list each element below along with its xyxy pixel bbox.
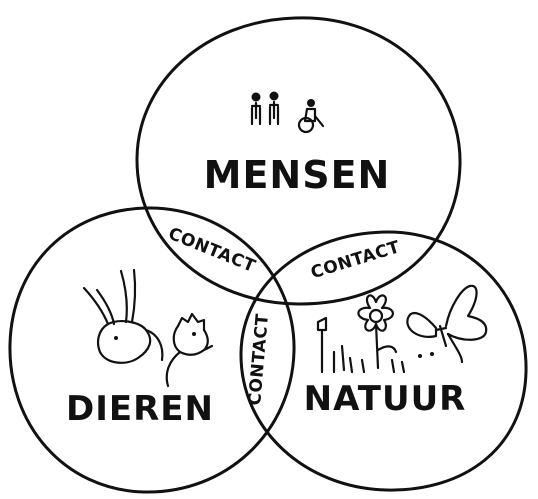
circle-natuur xyxy=(239,230,528,492)
circle-mensen xyxy=(135,16,462,306)
label-contact-mensen-dieren: CONTACT xyxy=(165,224,258,277)
label-mensen: MENSEN xyxy=(204,153,391,197)
circle-dieren xyxy=(8,206,296,494)
nature-icon xyxy=(316,284,488,374)
label-dieren: DIEREN xyxy=(66,389,214,429)
people-icon xyxy=(250,91,325,134)
label-contact-dieren-natuur: CONTACT xyxy=(245,313,273,407)
label-natuur: NATUUR xyxy=(304,379,467,419)
animals-icon xyxy=(82,268,214,388)
venn-circles xyxy=(8,16,528,494)
